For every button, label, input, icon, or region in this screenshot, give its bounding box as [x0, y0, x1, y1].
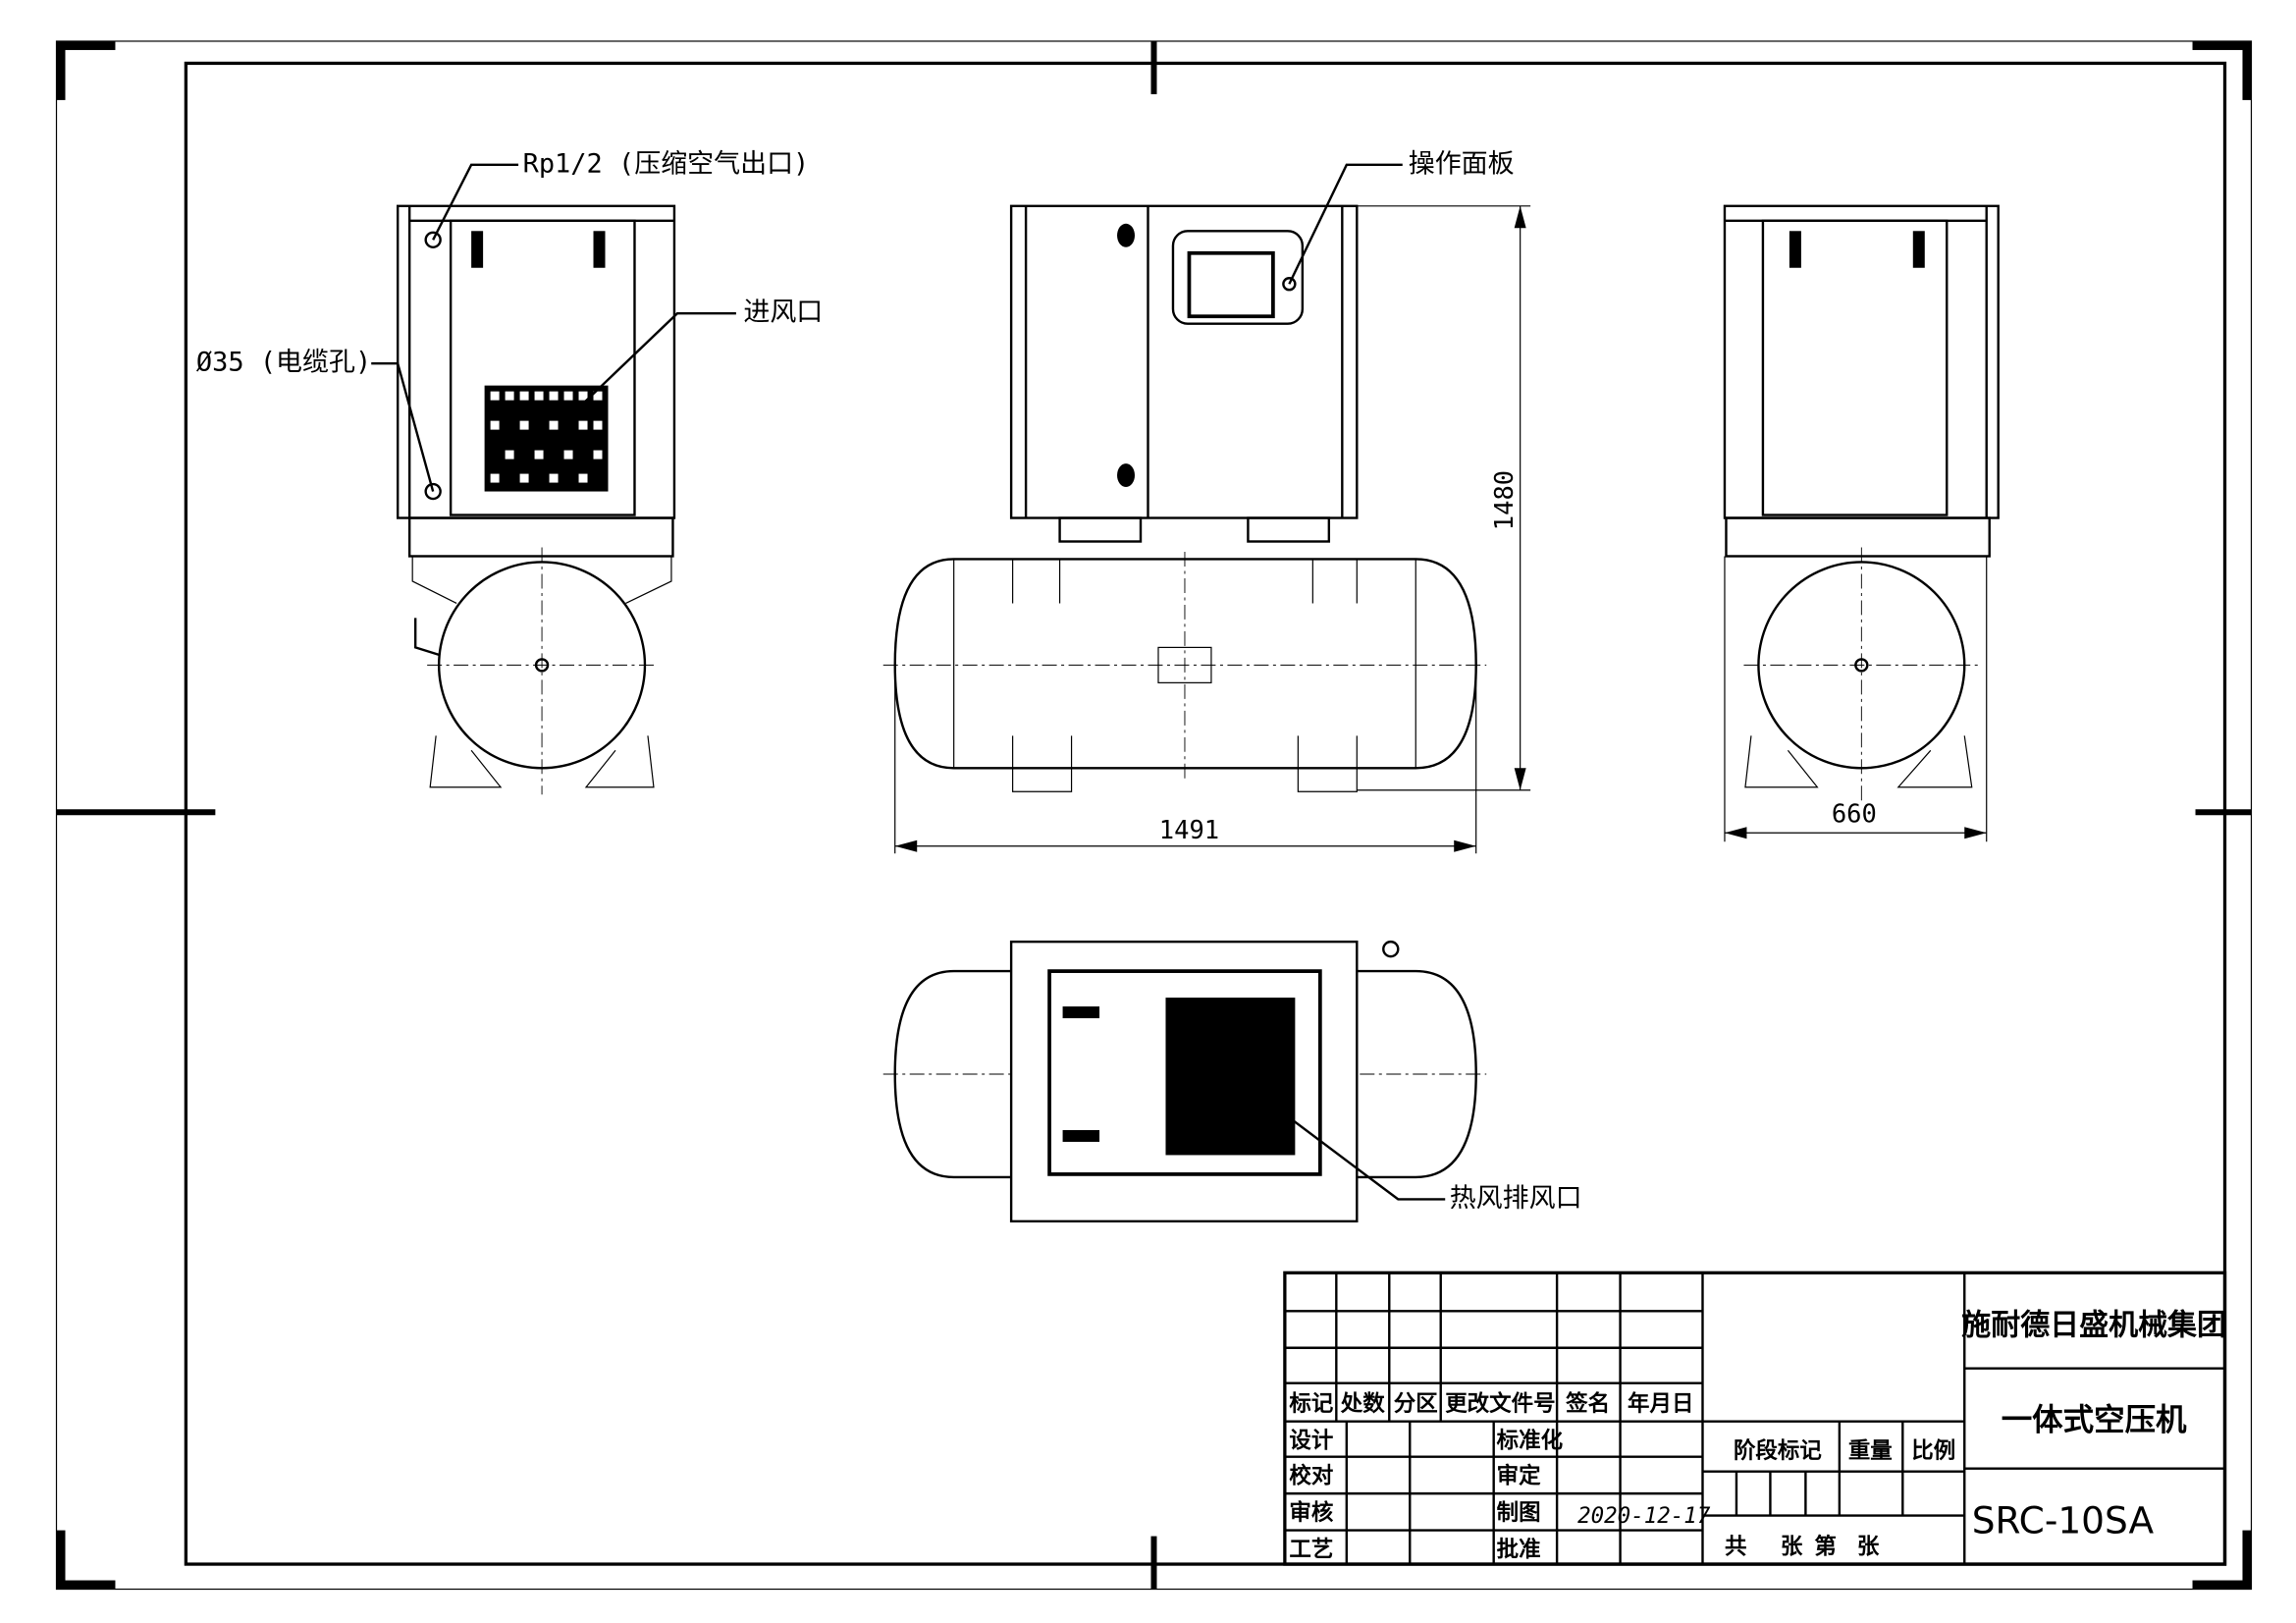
rev-header-sign: 签名 — [1565, 1390, 1610, 1417]
rev-header-date: 年月日 — [1628, 1390, 1693, 1417]
top-view — [882, 940, 1487, 1223]
approval-drawn: 制图 — [1497, 1500, 1541, 1526]
inner-border — [184, 61, 2227, 1566]
sheets-unit-label: 张 — [1781, 1535, 1803, 1560]
hot-air-exhaust-grille — [1165, 998, 1296, 1156]
sheets-total-label: 共 — [1725, 1535, 1746, 1560]
product-name: 一体式空压机 — [2002, 1403, 2187, 1438]
role-process: 工艺 — [1289, 1538, 1333, 1563]
company-name: 施耐德日盛机械集团 — [1961, 1308, 2226, 1342]
role-design: 设计 — [1289, 1429, 1333, 1454]
corner-marks — [56, 40, 2252, 1590]
rev-header-doc: 更改文件号 — [1445, 1390, 1555, 1417]
title-block: 标记 处数 分区 更改文件号 签名 年月日 设计 校对 审核 工艺 标准化 审定… — [1283, 1271, 2227, 1566]
sheet-unit-label-2: 张 — [1857, 1535, 1880, 1560]
left-side-view — [396, 204, 676, 795]
callouts: Rp1/2 (压缩空气出口) Ø35 (电缆孔) 进风口 操作面板 热风排风口 — [196, 148, 1582, 1214]
outer-frame — [55, 40, 2253, 1591]
weight-label: 重量 — [1848, 1438, 1893, 1464]
control-panel — [1171, 230, 1305, 325]
front-view — [882, 204, 1487, 792]
role-review: 审核 — [1289, 1499, 1333, 1526]
drawing-date: 2020-12-17 — [1577, 1503, 1711, 1529]
rev-header-mark: 标记 — [1289, 1391, 1333, 1417]
stage-mark-label: 阶段标记 — [1734, 1437, 1822, 1464]
right-side-view — [1723, 204, 2000, 802]
air-inlet-grille — [484, 385, 609, 492]
approval-approve: 批准 — [1497, 1538, 1541, 1563]
air-inlet-label: 进风口 — [743, 298, 823, 328]
dimensions: 1480 1491 660 — [894, 205, 1988, 854]
model-number: SRC-10SA — [1972, 1499, 2155, 1542]
rev-header-count: 处数 — [1340, 1391, 1385, 1417]
height-dimension: 1480 — [1490, 470, 1520, 530]
cable-hole-label: Ø35 (电缆孔) — [196, 348, 371, 378]
approval-final: 审定 — [1497, 1463, 1541, 1489]
rev-header-zone: 分区 — [1394, 1391, 1438, 1417]
role-check: 校对 — [1289, 1463, 1333, 1489]
width-dimension: 660 — [1832, 800, 1877, 830]
hot-air-exhaust-label: 热风排风口 — [1450, 1183, 1582, 1214]
length-dimension: 1491 — [1159, 816, 1219, 845]
scale-label: 比例 — [1911, 1438, 1955, 1464]
sheet-number-label: 第 — [1814, 1534, 1836, 1560]
approval-standardization: 标准化 — [1497, 1428, 1564, 1454]
control-panel-label: 操作面板 — [1409, 148, 1515, 179]
air-outlet-label: Rp1/2 (压缩空气出口) — [523, 148, 810, 179]
